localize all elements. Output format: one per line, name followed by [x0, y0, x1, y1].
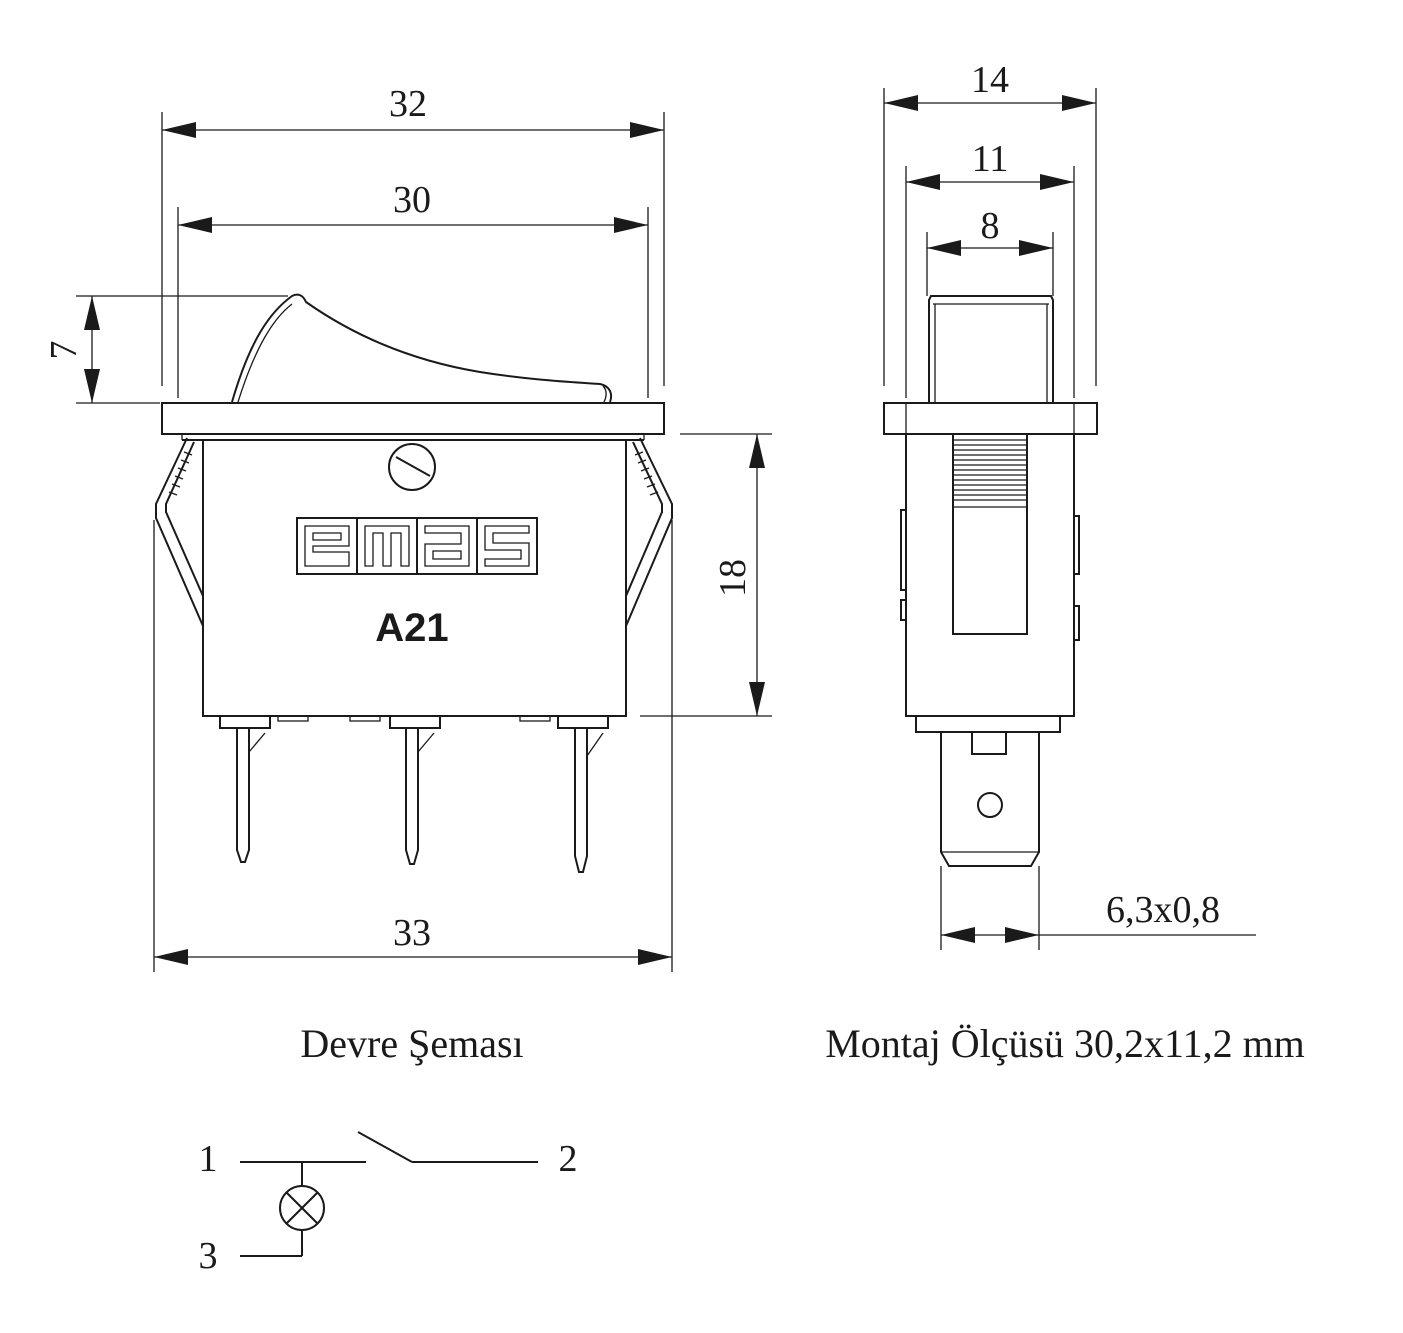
circuit-diagram-caption: Devre Şeması: [300, 1021, 523, 1066]
model-label: A21: [375, 606, 448, 650]
lamp-icon: [279, 1185, 325, 1231]
side-clip-right-upper: [1073, 515, 1080, 575]
switch-contact: [357, 1131, 413, 1163]
indicator-lamp-icon: [388, 443, 436, 491]
circuit-schematic: 1 2 3: [199, 1131, 578, 1277]
dimension-14: 14: [883, 59, 1097, 386]
dimension-33-label: 33: [393, 912, 431, 954]
dimension-30-label: 30: [393, 179, 431, 221]
dimension-18-label: 18: [712, 559, 754, 597]
side-clip-left-lower: [900, 599, 907, 621]
dimension-terminal-label: 6,3x0,8: [1106, 889, 1220, 931]
side-base: [915, 715, 1061, 733]
mounting-dimension-caption: Montaj Ölçüsü 30,2x11,2 mm: [825, 1021, 1305, 1066]
dimension-18: 18: [640, 433, 772, 717]
dimension-14-label: 14: [971, 59, 1009, 101]
terminal-pin-center: [405, 728, 435, 865]
terminal-pin-right: [574, 728, 604, 873]
side-rocker: [928, 295, 1054, 403]
dimension-8-label: 8: [981, 205, 1000, 247]
dimension-32-label: 32: [389, 83, 427, 125]
pin-2-label: 2: [559, 1138, 578, 1180]
bottom-features: [219, 715, 609, 729]
front-flange: [161, 402, 665, 435]
side-clip-right-lower: [1073, 605, 1080, 641]
side-clip-left-upper: [900, 509, 907, 591]
side-slider: [952, 433, 1028, 635]
dimension-32: 32: [161, 83, 665, 386]
terminal-pin-left: [236, 728, 266, 863]
side-flange: [883, 402, 1098, 435]
dimension-11: 11: [905, 138, 1075, 398]
emas-logo: emas: [296, 517, 538, 575]
front-body: [202, 439, 627, 717]
pin-3-label: 3: [199, 1235, 218, 1277]
side-view: 14 11 8: [883, 59, 1256, 950]
front-view: 32 30 7: [43, 83, 772, 972]
side-body: [905, 433, 1075, 717]
side-terminal: [940, 732, 1040, 867]
dimension-33: 33: [153, 520, 673, 972]
rocker-lip: [602, 385, 607, 403]
left-snap-clip: [155, 437, 204, 627]
dimension-30: 30: [177, 179, 649, 398]
right-snap-clip: [625, 437, 673, 627]
rocker-inner-edge: [237, 303, 293, 403]
pin-1-label: 1: [199, 1138, 218, 1180]
dimension-7-label: 7: [43, 341, 85, 360]
dimension-8: 8: [926, 205, 1054, 296]
rocker-outline: [231, 293, 613, 403]
dimension-11-label: 11: [972, 138, 1009, 180]
dimension-7: 7: [43, 295, 288, 404]
dimension-terminal: 6,3x0,8: [940, 866, 1256, 950]
